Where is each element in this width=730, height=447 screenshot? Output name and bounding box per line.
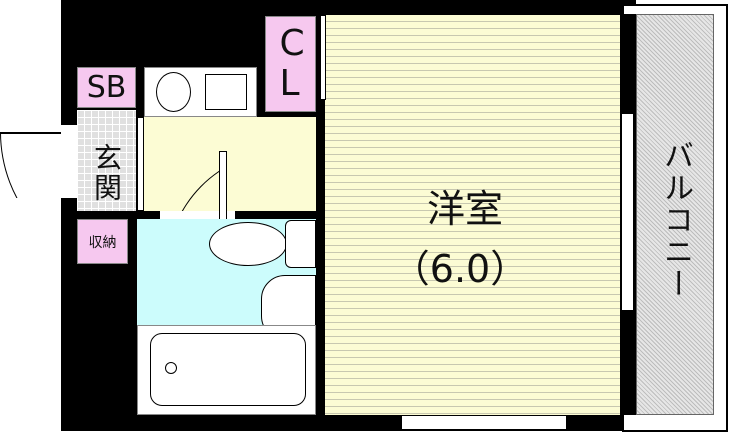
balcony — [636, 14, 714, 415]
shoe-box — [77, 67, 136, 108]
drain — [165, 362, 177, 374]
entrance-door-opening[interactable] — [61, 125, 77, 198]
balcony-label: バルコニー — [658, 140, 693, 300]
entrance-label: 玄関 — [90, 143, 123, 203]
western-room-size: （6.0） — [391, 246, 529, 291]
balcony-window — [621, 113, 634, 311]
bathroom-door[interactable] — [160, 211, 235, 219]
toilet-tank — [285, 220, 316, 268]
shoe-box-label: SB — [86, 70, 127, 105]
hall — [144, 117, 316, 211]
closet — [265, 16, 316, 112]
entrance — [77, 110, 136, 211]
room-door-marker — [320, 15, 326, 100]
hall-wall — [137, 117, 144, 211]
western-room — [325, 15, 620, 415]
storage-label: 収納 — [88, 234, 117, 251]
storage — [77, 219, 128, 264]
western-room-label: 洋室 — [426, 186, 503, 231]
basin — [156, 72, 191, 112]
bathtub-basin — [150, 333, 306, 406]
sink — [205, 74, 247, 110]
closet-label: CL — [279, 23, 305, 104]
door-leaf — [219, 151, 227, 226]
toilet — [209, 222, 287, 266]
bottom-window — [401, 415, 567, 430]
